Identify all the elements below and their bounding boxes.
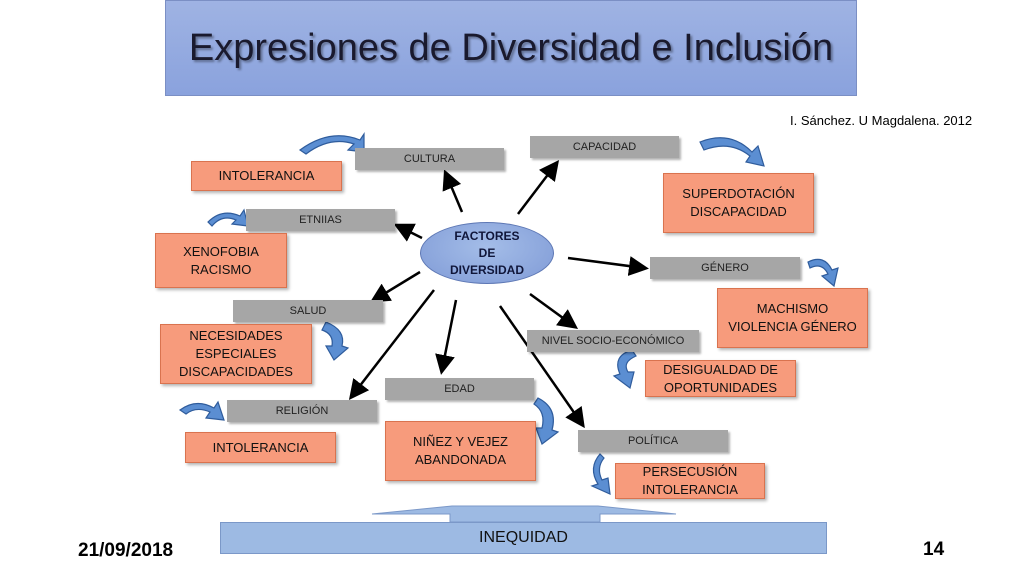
factor-capacidad: CAPACIDAD [530,136,679,158]
effect-machismo-violencia: MACHISMO VIOLENCIA GÉNERO [717,288,868,348]
factor-nivel-socioeconomico: NIVEL SOCIO-ECONÓMICO [527,330,699,352]
effect-ninez-vejez: NIÑEZ Y VEJEZ ABANDONADA [385,421,536,481]
curved-arrow-genero [807,258,839,288]
arrow-to-etnias [393,223,423,242]
effect-intolerancia-cultura: INTOLERANCIA [191,161,342,191]
effect-desigualdad-oportunidades: DESIGUALDAD DE OPORTUNIDADES [645,360,796,397]
curved-arrow-salud [321,321,350,361]
factor-cultura: CULTURA [355,148,504,170]
factor-etnias: ETNIIAS [246,209,395,231]
center-node: FACTORES DE DIVERSIDAD [420,222,554,284]
factor-politica: POLÍTICA [578,430,728,452]
arrow-to-politica [498,305,585,429]
slide-date: 21/09/2018 [78,540,174,561]
inequidad-arrowhead [371,505,677,523]
curved-arrow-edad [533,397,560,445]
factor-genero: GÉNERO [650,257,800,279]
factor-salud: SALUD [233,300,383,322]
effect-superdotacion-discapacidad: SUPERDOTACIÓN DISCAPACIDAD [663,173,814,233]
arrow-to-genero [567,256,649,276]
curved-arrow-capacidad [699,137,765,167]
slide-number: 14 [923,539,945,560]
curved-arrow-nivel [612,349,637,390]
effect-xenofobia-racismo: XENOFOBIA RACISMO [155,233,287,288]
arrow-to-salud [369,270,421,303]
author-credit: I. Sánchez. U Magdalena. 2012 [790,113,973,128]
factor-edad: EDAD [385,378,534,400]
arrow-to-capacidad [517,160,560,215]
page-title: Expresiones de Diversidad e Inclusión [188,26,834,69]
inequidad-box: INEQUIDAD [220,522,827,554]
factor-religion: RELIGIÓN [227,400,377,422]
curved-arrow-etnias [207,208,249,227]
effect-necesidades-especiales: NECESIDADES ESPECIALES DISCAPACIDADES [160,324,312,384]
effect-intolerancia-religion: INTOLERANCIA [185,432,336,463]
arrow-to-nivel [529,292,579,329]
title-box: Expresiones de Diversidad e Inclusión [165,0,857,96]
curved-arrow-religion [178,400,225,421]
arrow-to-cultura [442,169,464,213]
effect-persecucion-intolerancia: PERSECUSIÓN INTOLERANCIA [615,463,765,499]
curved-arrow-politica [590,453,611,495]
arrow-to-religion [348,289,435,400]
arrow-to-edad [435,299,458,375]
